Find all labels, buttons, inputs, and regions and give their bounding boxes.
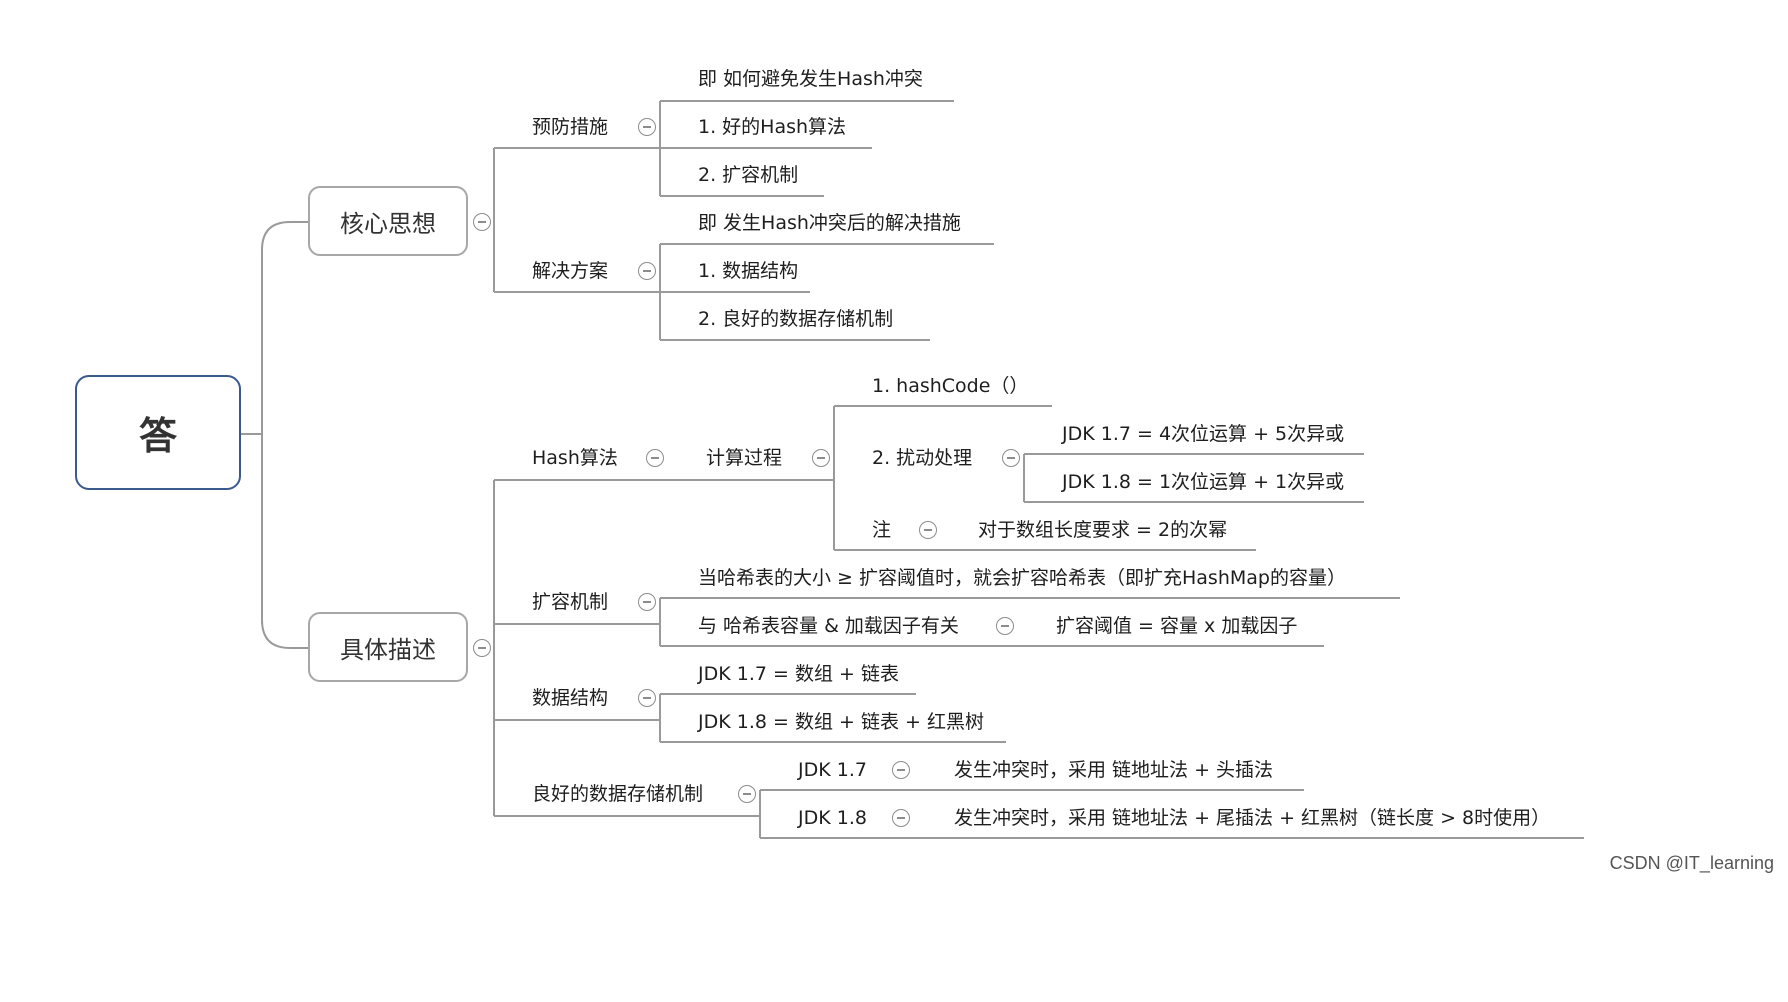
prevention-item[interactable]: 即 如何避免发生Hash冲突 — [698, 68, 923, 90]
structure-jdk18[interactable]: JDK 1.8 = 数组 + 链表 + 红黑树 — [698, 711, 984, 733]
storage-jdk18[interactable]: JDK 1.8 — [798, 807, 867, 829]
core-idea-collapse-icon[interactable] — [473, 213, 491, 231]
storage-node[interactable]: 良好的数据存储机制 — [532, 783, 704, 805]
structure-collapse-icon[interactable] — [638, 689, 656, 707]
resize-node[interactable]: 扩容机制 — [532, 591, 609, 613]
resize-related[interactable]: 与 哈希表容量 & 加载因子有关 — [698, 615, 959, 637]
storage-jdk17-collapse-icon[interactable] — [892, 761, 910, 779]
note-text[interactable]: 对于数组长度要求 = 2的次幂 — [978, 519, 1228, 541]
hash-collapse-icon[interactable] — [646, 449, 664, 467]
prevention-item[interactable]: 2. 扩容机制 — [698, 164, 799, 186]
detail-collapse-icon[interactable] — [473, 639, 491, 657]
watermark-label: CSDN @IT_learning — [1609, 853, 1774, 873]
note-node[interactable]: 注 — [872, 519, 892, 541]
solution-item[interactable]: 即 发生Hash冲突后的解决措施 — [698, 212, 961, 234]
prevention-node[interactable]: 预防措施 — [532, 116, 609, 138]
storage-jdk18-text[interactable]: 发生冲突时，采用 链地址法 + 尾插法 + 红黑树（链长度 > 8时使用） — [954, 807, 1551, 829]
storage-jdk17-text[interactable]: 发生冲突时，采用 链地址法 + 头插法 — [954, 759, 1274, 781]
resize-threshold[interactable]: 扩容阈值 = 容量 x 加载因子 — [1056, 615, 1298, 637]
related-collapse-icon[interactable] — [996, 617, 1014, 635]
structure-node[interactable]: 数据结构 — [532, 687, 609, 709]
core-idea-node[interactable]: 核心思想 — [308, 186, 468, 256]
storage-jdk18-collapse-icon[interactable] — [892, 809, 910, 827]
prevention-collapse-icon[interactable] — [638, 118, 656, 136]
solution-node[interactable]: 解决方案 — [532, 260, 609, 282]
disturbance-step[interactable]: 2. 扰动处理 — [872, 447, 973, 469]
solution-collapse-icon[interactable] — [638, 262, 656, 280]
resize-collapse-icon[interactable] — [638, 593, 656, 611]
calc-process-node[interactable]: 计算过程 — [706, 447, 783, 469]
disturbance-jdk17[interactable]: JDK 1.7 = 4次位运算 + 5次异或 — [1062, 423, 1345, 445]
calc-collapse-icon[interactable] — [812, 449, 830, 467]
disturbance-jdk18[interactable]: JDK 1.8 = 1次位运算 + 1次异或 — [1062, 471, 1345, 493]
solution-item[interactable]: 1. 数据结构 — [698, 260, 799, 282]
storage-jdk17[interactable]: JDK 1.7 — [798, 759, 867, 781]
prevention-item[interactable]: 1. 好的Hash算法 — [698, 116, 847, 138]
structure-jdk17[interactable]: JDK 1.7 = 数组 + 链表 — [698, 663, 899, 685]
hashcode-step[interactable]: 1. hashCode（） — [872, 375, 1029, 397]
note-collapse-icon[interactable] — [919, 521, 937, 539]
hash-algorithm-node[interactable]: Hash算法 — [532, 447, 618, 469]
disturbance-collapse-icon[interactable] — [1002, 449, 1020, 467]
storage-collapse-icon[interactable] — [738, 785, 756, 803]
root-node[interactable]: 答 — [75, 375, 241, 490]
resize-when[interactable]: 当哈希表的大小 ≥ 扩容阈值时，就会扩容哈希表（即扩充HashMap的容量） — [698, 567, 1346, 589]
solution-item[interactable]: 2. 良好的数据存储机制 — [698, 308, 894, 330]
detail-node[interactable]: 具体描述 — [308, 612, 468, 682]
